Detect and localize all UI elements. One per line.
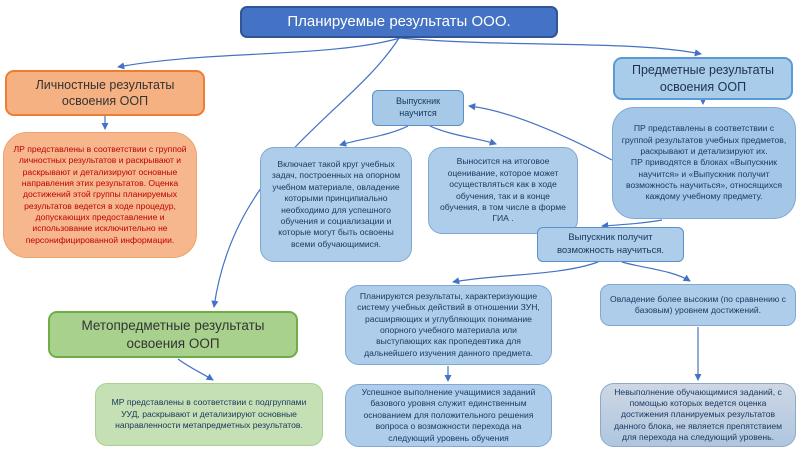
node-meta-desc: МР представлены в соответствии с подгруп… [95, 383, 323, 446]
node-final-assessment-desc: Выносится на итоговое оценивание, которо… [428, 147, 578, 234]
node-personal-header: Личностные результаты освоения ООП [5, 70, 205, 116]
node-graduate-opportunity: Выпускник получит возможность научиться. [537, 227, 684, 262]
connector-subjectdesc-gradlearn [468, 103, 613, 161]
node-meta-header: Метопредметные результаты освоения ООП [48, 311, 298, 358]
node-failure-desc: Невыполнение обучающимися заданий, с пом… [600, 383, 796, 447]
connector-gradopp-mastery [621, 261, 691, 282]
node-title: Планируемые результаты ООО. [240, 6, 558, 38]
connector-title-personal [117, 37, 401, 70]
node-success-desc: Успешное выполнение учащимися заданий ба… [345, 384, 552, 447]
node-includes-desc: Включает такой круг учебных задач, постр… [260, 147, 412, 262]
connector-meta-desc [177, 358, 214, 381]
connector-title-meta [211, 37, 400, 308]
node-subject-desc: ПР представлены в соответствии с группой… [612, 107, 796, 219]
node-personal-desc: ЛР представлены в соответствии с группой… [3, 132, 197, 258]
connector-title-subject [399, 37, 702, 57]
connector-subjectdesc-gradopp [601, 219, 663, 230]
node-graduate-learn: Выпускник научится [372, 90, 464, 126]
node-subject-header: Предметные результаты освоения ООП [613, 57, 793, 100]
connector-gradlearn-final [429, 125, 497, 146]
connector-gradlearn-includes [339, 125, 409, 147]
node-planned-desc: Планируются результаты, характеризующие … [345, 285, 552, 365]
node-mastery-desc: Овладение более высоким (по сравнению с … [600, 284, 796, 326]
connector-gradopp-planned [452, 261, 599, 285]
